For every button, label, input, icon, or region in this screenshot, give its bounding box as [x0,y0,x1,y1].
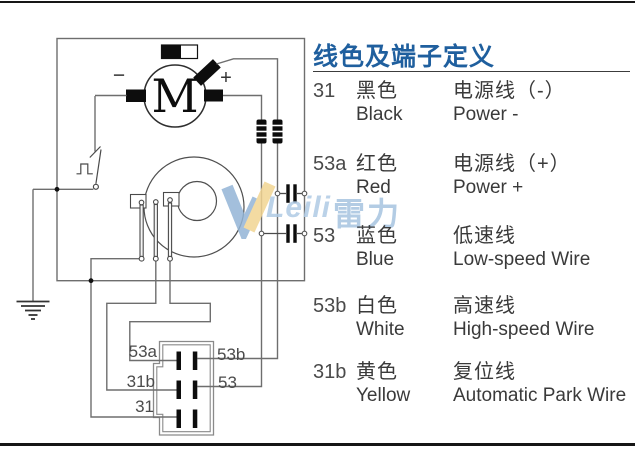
minus-sign: − [113,64,125,87]
wire-function-cn: 高速线 [453,295,516,317]
ground-branch [16,186,94,320]
wire-function-cn: 电源线（-） [453,80,566,102]
suppression-coils [256,119,283,144]
wire-color-cn: 蓝色 [356,225,398,247]
plus-sign: + [220,67,232,89]
wire-color-cn: 红色 [356,153,398,175]
junction-dot [88,278,94,284]
contact-pin [139,204,144,258]
terminal-number: 31 [313,80,336,102]
terminal-number: 53 [313,225,336,247]
pin-label-53b: 53b [217,345,245,364]
wire-color-cn: 白色 [356,295,398,317]
wire-color-en: White [356,319,405,340]
contact-pin [167,202,173,258]
brush-high-speed [193,59,221,86]
wires [90,58,279,418]
bottom-border-line [0,443,635,446]
junction-dot [54,186,60,192]
wire-color-en: Yellow [356,385,411,406]
wire-definition-legend: 线色及端子定义 31 黑色 Black 电源线（-） Power - 53a 红… [313,0,635,450]
brush-plus [204,89,223,102]
park-cam-assembly [143,156,245,258]
wire-function-en: Automatic Park Wire [453,385,627,406]
ground-icon [16,300,50,320]
park-switch [76,96,102,190]
top-border-line [0,1,635,4]
connector-pins [176,351,198,428]
brush-minus [126,89,146,102]
motor-symbol: M − + [113,44,232,128]
wire-31b-park [106,261,177,391]
wire-53a-supply [129,261,211,362]
cam-pulse-symbol [76,163,93,175]
wire-function-cn: 复位线 [453,361,516,383]
cam-contacts [129,191,180,262]
connector-labels: 53a 31b 31 53b 53 [127,342,246,416]
wire-31 [90,280,177,418]
wire-function-en: Power - [453,104,519,125]
wire-color-en: Red [356,177,391,198]
pin-label-53: 53 [218,373,237,392]
connector-housing [152,340,215,436]
capacitor-icon [258,224,308,243]
capacitors [258,184,308,243]
motor-housing-outline [56,37,306,282]
wire-function-en: Power + [453,177,524,198]
wire-color-cn: 黄色 [356,361,398,383]
pin-label-31: 31 [135,397,154,416]
motor-letter: M [151,69,198,123]
terminal-number: 31b [313,361,347,383]
terminal-number: 53b [313,295,347,317]
wire-function-cn: 电源线（+） [453,153,571,175]
wire-color-en: Blue [356,249,395,270]
terminal-number: 53a [313,153,347,175]
wire-cam-to-ground [90,258,140,281]
wire-53b-high-speed [197,58,279,360]
title-underline [313,71,630,72]
wire-function-en: High-speed Wire [453,319,595,340]
contact-pin [153,203,158,258]
wire-function-cn: 低速线 [453,225,516,247]
pin-label-31b: 31b [127,372,155,391]
pin-label-53a: 53a [129,342,158,361]
wire-color-en: Black [356,104,403,125]
legend-title: 线色及端子定义 [313,43,496,71]
wire-color-cn: 黑色 [356,80,398,102]
switch-blade [95,149,102,184]
cam-outer-circle [143,156,245,258]
capacitor-icon [274,184,308,203]
cam-inner-circle [176,180,218,222]
wire-function-en: Low-speed Wire [453,249,591,270]
